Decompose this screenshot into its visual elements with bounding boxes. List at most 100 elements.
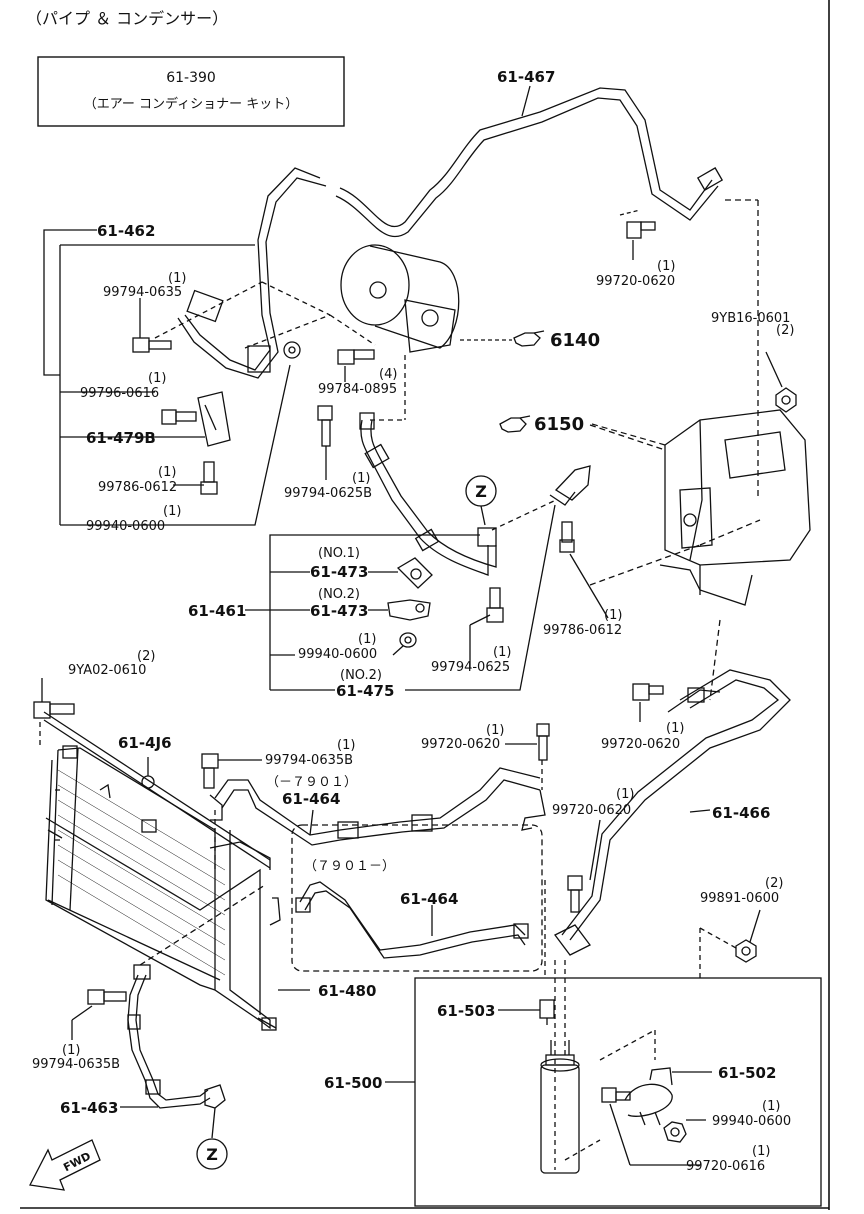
bolt-99796-0616 [161, 409, 197, 425]
marker-z-lower-circle [196, 1138, 228, 1170]
label-no2b: (NO.2) [340, 668, 382, 683]
label-9yb16-0601: 9YB16-0601 [711, 311, 790, 326]
label-99784-0895: 99784-0895 [318, 382, 397, 397]
label-61-467: 61-467 [497, 68, 555, 86]
qty-99796-0616: (1) [148, 371, 166, 386]
label-61-475: 61-475 [336, 682, 394, 700]
label-99940-0600b: 99940-0600 [298, 647, 377, 662]
receiver-box-frame [414, 977, 822, 1207]
qty-99720-0620d: (1) [666, 721, 684, 736]
label-61-503: 61-503 [437, 1002, 495, 1020]
clamp-61-473-no2 [387, 599, 431, 621]
qty-99940-0600b: (1) [358, 632, 376, 647]
label-range-late: （７９０１－） [304, 859, 395, 874]
label-61-464a: 61-464 [282, 790, 340, 808]
label-61-500: 61-500 [324, 1074, 382, 1092]
compressor [340, 244, 460, 353]
label-61-463: 61-463 [60, 1099, 118, 1117]
ref-6150: 6150 [534, 414, 584, 435]
label-99940-0600c: 99940-0600 [712, 1114, 791, 1129]
label-no2: (NO.2) [318, 587, 360, 602]
qty-99720-0620b: (1) [486, 723, 504, 738]
qty-99940-0600a: (1) [163, 504, 181, 519]
label-99794-0625b: 99794-0625B [284, 486, 372, 501]
marker-z-upper: Z [475, 482, 487, 501]
qty-99794-0635b-a: (1) [337, 738, 355, 753]
label-99720-0620b: 99720-0620 [421, 737, 500, 752]
qty-99786-0612a: (1) [158, 465, 176, 480]
heater-unit [659, 409, 811, 606]
bolt-99786-0612b [559, 521, 575, 553]
nut-99940-0600c [663, 1121, 687, 1143]
label-99786-0612b: 99786-0612 [543, 623, 622, 638]
label-99891-0600: 99891-0600 [700, 891, 779, 906]
bolt-99720-0620d [632, 683, 664, 701]
fwd-arrow [29, 1139, 101, 1191]
label-99720-0620d: 99720-0620 [601, 737, 680, 752]
label-99794-0625: 99794-0625 [431, 660, 510, 675]
label-61-462: 61-462 [97, 222, 155, 240]
qty-99784-0895: (4) [379, 367, 397, 382]
condenser-61-480 [43, 711, 281, 1031]
bolt-99794-0625 [486, 587, 504, 623]
qty-99786-0612b: (1) [604, 608, 622, 623]
pointer-icon-6150 [499, 415, 531, 433]
qty-99720-0616: (1) [752, 1144, 770, 1159]
variant-box-7901 [291, 824, 543, 972]
bolt-99720-0616 [601, 1087, 631, 1103]
pipe-61-467 [335, 87, 724, 238]
bolt-99720-0620b [536, 723, 550, 761]
bracket-61-502 [624, 1067, 673, 1126]
label-no1: (NO.1) [318, 546, 360, 561]
qty-9yb16-0601: (2) [776, 323, 794, 338]
bolt-99794-0635b-b [87, 989, 127, 1005]
clamp-61-473-no1 [396, 557, 433, 589]
pipe-61-466 [561, 669, 791, 941]
nut-9yb16-0601 [775, 387, 797, 413]
qty-99940-0600c: (1) [762, 1099, 780, 1114]
nut-99891-0600 [735, 939, 757, 963]
qty-99794-0625: (1) [493, 645, 511, 660]
label-99720-0620c: 99720-0620 [552, 803, 631, 818]
pipe-61-464-late [295, 881, 529, 959]
label-99720-0620a: 99720-0620 [596, 274, 675, 289]
washer-99940-0600a [283, 341, 301, 359]
label-61-466: 61-466 [712, 804, 770, 822]
hose-61-475 [359, 412, 497, 576]
label-99786-0612a: 99786-0612 [98, 480, 177, 495]
bolt-99794-0635b-a [201, 753, 219, 789]
kit-part-number: 61-390 [166, 70, 216, 86]
label-61-473b: 61-473 [310, 602, 368, 620]
label-99794-0635: 99794-0635 [103, 285, 182, 300]
marker-z-lower: Z [206, 1145, 218, 1164]
label-61-473a: 61-473 [310, 563, 368, 581]
bolt-99786-0612a [200, 461, 218, 495]
leader-61-467 [521, 85, 531, 117]
clamp-bracket-upper [549, 465, 591, 506]
qty-99794-0635b-b: (1) [62, 1043, 80, 1058]
kit-name: （エアー コンディショナー キット） [84, 96, 299, 112]
pointer-icon-6140 [513, 330, 545, 347]
receiver-drier-61-500 [540, 1040, 580, 1174]
bolt-99720-0620a [626, 221, 656, 239]
bolt-99784-0895 [337, 349, 375, 365]
bracket-61-462 [43, 229, 97, 376]
label-61-480: 61-480 [318, 982, 376, 1000]
label-range-early: （－７９０１） [266, 775, 357, 790]
bolt-99720-0620c [567, 875, 583, 913]
label-99940-0600a: 99940-0600 [86, 519, 165, 534]
qty-99794-0635: (1) [168, 271, 186, 286]
label-99796-0616: 99796-0616 [80, 386, 159, 401]
kit-box-frame [37, 56, 345, 127]
label-61-461: 61-461 [188, 602, 246, 620]
part-61-4j6 [141, 775, 155, 789]
label-61-479b: 61-479B [86, 429, 156, 447]
label-61-464b: 61-464 [400, 890, 458, 908]
qty-99720-0620c: (1) [616, 787, 634, 802]
label-99794-0635b-b: 99794-0635B [32, 1057, 120, 1072]
qty-99891-0600: (2) [765, 876, 783, 891]
label-61-502: 61-502 [718, 1064, 776, 1082]
bolt-99794-0635 [132, 337, 172, 353]
pipe-61-464-early [209, 767, 546, 846]
